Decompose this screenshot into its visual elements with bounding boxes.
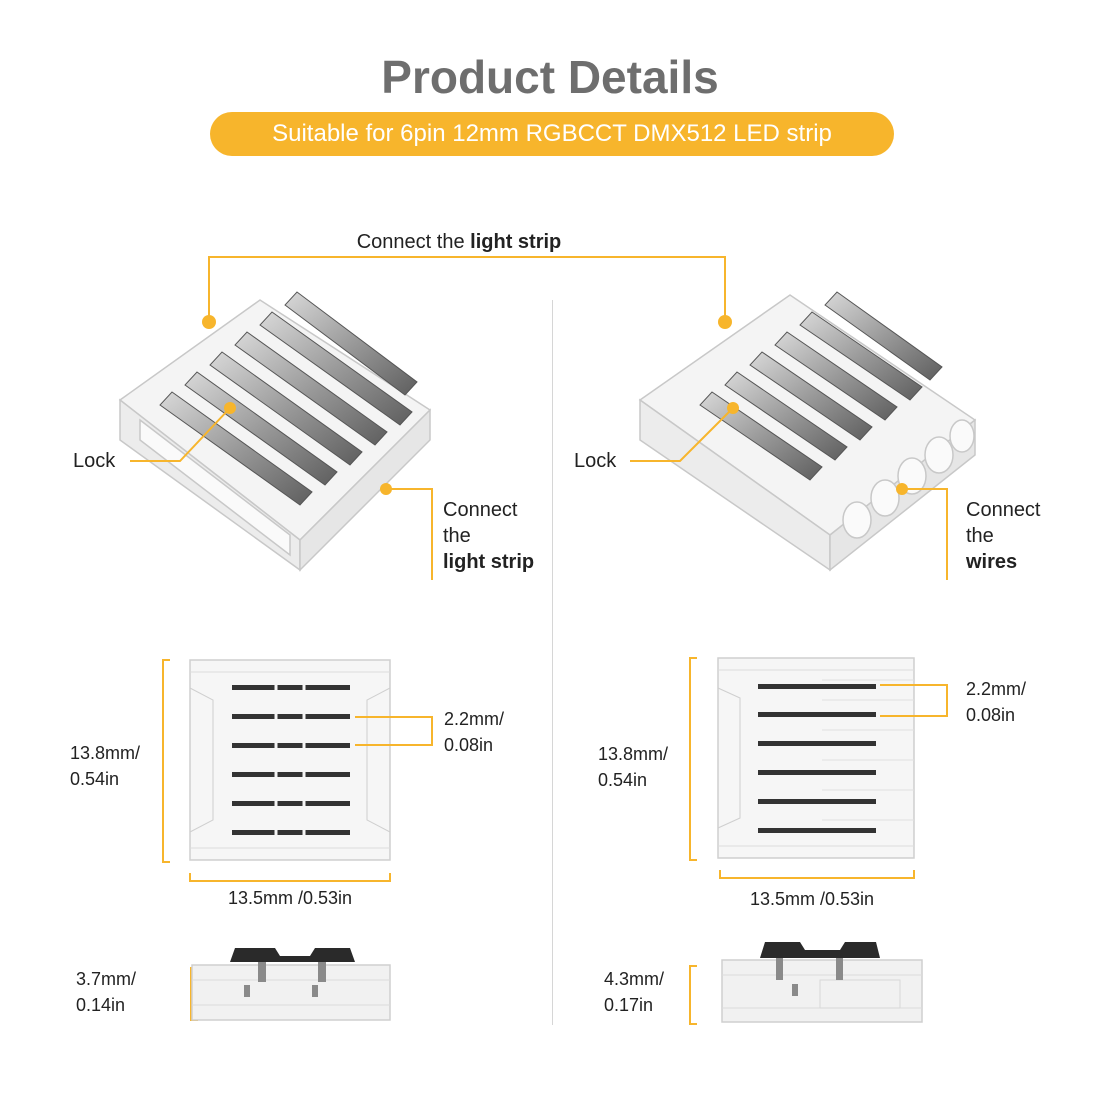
- left-top-view: [189, 659, 391, 861]
- left-connector-3d: [118, 299, 432, 572]
- left-height-in: 0.54in: [70, 769, 120, 789]
- top-callout-text: Connect the: [356, 231, 465, 253]
- left-connector-pins: [159, 291, 418, 506]
- right-height-in: 0.54in: [598, 770, 648, 790]
- right-top-view: [717, 657, 915, 859]
- right-connector-3d: [638, 294, 977, 572]
- subtitle-badge: Suitable for 6pin 12mm RGBCCT DMX512 LED…: [210, 112, 894, 156]
- top-callout-bold: light strip: [470, 231, 562, 253]
- page-title: Product Details: [381, 51, 719, 103]
- left-pitch-mm: 2.2mm/: [444, 709, 505, 729]
- right-side-label: Connect the wires: [966, 497, 1041, 575]
- right-side-line1: Connect: [966, 499, 1041, 521]
- right-width-dimension: 13.5mm /0.53in: [749, 889, 875, 909]
- right-pitch-dimension: 2.2mm/ 0.08in: [966, 676, 1026, 728]
- callout-dot: [202, 315, 216, 329]
- left-pitch-dimension: 2.2mm/ 0.08in: [444, 706, 504, 758]
- left-lock-label: Lock: [73, 450, 116, 472]
- left-side-line2: the: [443, 525, 471, 547]
- left-pitch-in: 0.08in: [444, 735, 494, 755]
- lock-callout-lines: [130, 407, 948, 580]
- left-side-line1: Connect: [443, 499, 518, 521]
- left-height-dimension: 13.8mm/ 0.54in: [70, 740, 140, 792]
- left-width-dimension: 13.5mm /0.53in: [227, 888, 353, 908]
- left-side-view: [191, 948, 391, 1021]
- right-thickness-mm: 4.3mm/: [604, 969, 665, 989]
- left-thickness-dimension: 3.7mm/ 0.14in: [76, 966, 136, 1018]
- left-height-mm: 13.8mm/: [70, 743, 141, 763]
- right-side-view: [721, 942, 923, 1023]
- right-thickness-dimension: 4.3mm/ 0.17in: [604, 966, 664, 1018]
- right-side-bold: wires: [966, 551, 1018, 573]
- right-connector-pins: [699, 291, 943, 481]
- right-pitch-mm: 2.2mm/: [966, 679, 1027, 699]
- right-height-dimension: 13.8mm/ 0.54in: [598, 741, 668, 793]
- left-side-bold: light strip: [443, 551, 535, 573]
- right-dimension-lines: [689, 657, 948, 1025]
- left-thickness-mm: 3.7mm/: [76, 969, 137, 989]
- left-side-label: Connect the light strip: [443, 497, 534, 575]
- left-thickness-in: 0.14in: [76, 995, 126, 1015]
- top-callout-label: Connect the light strip: [0, 229, 918, 255]
- center-divider: [552, 300, 553, 1025]
- callout-dot: [718, 315, 732, 329]
- right-lock-label: Lock: [574, 450, 617, 472]
- right-side-line2: the: [966, 525, 994, 547]
- right-height-mm: 13.8mm/: [598, 744, 669, 764]
- right-thickness-in: 0.17in: [604, 995, 654, 1015]
- top-callout-bracket: [208, 256, 726, 322]
- right-pitch-in: 0.08in: [966, 705, 1016, 725]
